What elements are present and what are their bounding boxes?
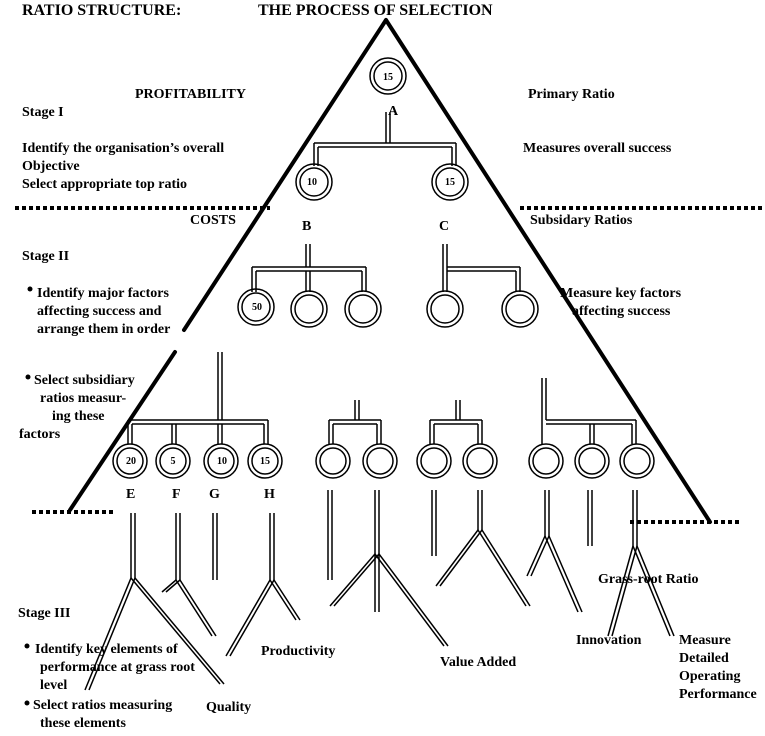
stage-2-bullet2-line: ing these [52,409,105,424]
stage-3-bullet1-line: level [40,678,68,693]
node-label-g: G [209,487,220,502]
outcome-value-added: Value Added [440,655,517,670]
ratio-circle-f [155,443,191,479]
value-top: 15 [383,72,393,83]
value-g: 10 [217,456,227,467]
node-label-h: H [264,487,275,502]
bullet-dot [24,700,30,706]
value-c-parent: 15 [445,177,455,188]
pyramid-outline [68,18,712,524]
stage-2-category: COSTS [190,213,236,228]
ratio-circle-g4b [574,443,610,479]
stage-2-right-desc: affecting success [572,304,671,319]
node-label-f: F [172,487,181,502]
stage-2-right-heading: Subsidary Ratios [530,213,633,228]
stage-2-right-desc: Measure key factors [560,286,682,301]
stage-2-bullet1-line: Identify major factors [37,286,169,301]
ratio-circle-c-parent [431,163,469,201]
stage-1-line: Objective [22,159,80,174]
ratio-circle-a [369,57,407,95]
stage-3-bullet2-line: these elements [40,716,126,731]
stage-2-bullet1-line: affecting success and [37,304,162,319]
value-f: 5 [171,456,176,467]
node-label-e: E [126,487,136,502]
stage-3-bullet1-line: Identify key elements of [35,642,178,657]
ratio-circle-g3b [462,443,498,479]
stage-1-right-heading: Primary Ratio [528,87,615,102]
ratio-circles [112,57,655,479]
bullet-dot [24,643,30,649]
outcome-innovation: Innovation [576,633,642,648]
stage-1-line: Identify the organisation’s overall [22,141,225,156]
stage-2-bullet2-line: factors [19,427,61,442]
stage-1-right-desc: Measures overall success [523,141,672,156]
bullet-dot [27,286,33,292]
ratio-circle-g3a [416,443,452,479]
value-e: 20 [126,456,136,467]
ratio-circle-g4c [619,443,655,479]
ratio-circle-g2a [315,443,351,479]
stage-separators [15,206,762,524]
ratio-circle-h [247,443,283,479]
value-h: 15 [260,456,270,467]
ratio-circle-g4a [528,443,564,479]
ratio-circle-b2 [290,290,328,328]
ratio-circle-c2 [501,290,539,328]
outcome-quality: Quality [206,700,252,715]
ratio-circle-e [112,443,148,479]
outcome-detailed-line: Detailed [679,651,729,666]
ratio-circle-c1 [426,290,464,328]
stage-3-bullet2-line: Select ratios measuring [33,698,173,713]
stage-2-label: Stage II [22,249,70,264]
bullet-dot [25,374,31,380]
node-label-a: A [388,104,399,119]
header-right-title: THE PROCESS OF SELECTION [258,2,493,19]
stage-1-category: PROFITABILITY [135,87,246,102]
outcome-detailed-line: Performance [679,687,757,702]
stage-3-right-heading: Grass-root Ratio [598,572,699,587]
circle-values: 15 10 15 50 20 5 10 15 [126,72,455,467]
bullets [24,286,33,706]
stage-3-bullet1-line: performance at grass root [40,660,195,675]
ratio-circle-g [203,443,239,479]
ratio-circle-b-parent [295,163,333,201]
stage-2-bullet2-line: ratios measur- [40,391,127,406]
value-b1: 50 [252,302,262,313]
stage-1-label: Stage I [22,105,64,120]
ratio-circle-b3 [344,290,382,328]
stage-3-label: Stage III [18,606,71,621]
ratio-circle-b1 [237,288,275,326]
connectors [84,112,675,691]
node-label-b: B [302,219,312,234]
stage-2-bullet2-line: Select subsidiary [34,373,135,388]
header-left-title: RATIO STRUCTURE: [22,2,182,19]
outcome-detailed-line: Measure [679,633,731,648]
stage-1-line: Select appropriate top ratio [22,177,187,192]
outcome-detailed-line: Operating [679,669,741,684]
outcome-productivity: Productivity [261,644,336,659]
ratio-circle-g2b [362,443,398,479]
value-b-parent: 10 [307,177,317,188]
stage-2-bullet1-line: arrange them in order [37,322,171,337]
node-label-c: C [439,219,450,234]
